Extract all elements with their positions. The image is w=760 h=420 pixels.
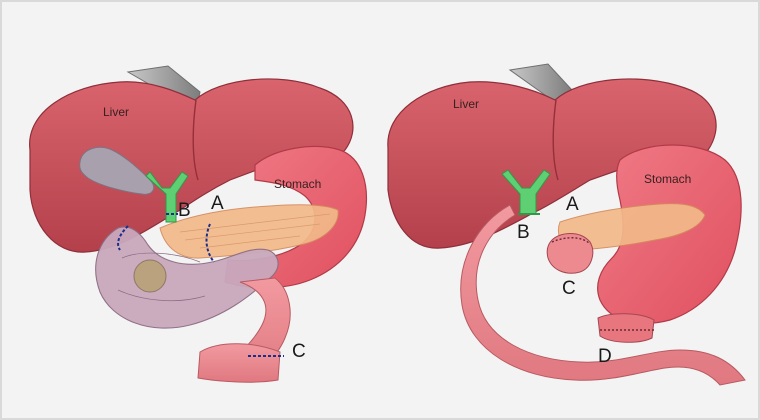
point-c-label-before: C [292, 341, 306, 362]
resection-line-stomach [117, 225, 129, 251]
gastric-anastomosis [597, 313, 655, 343]
pancreatic-anastomosis [546, 233, 594, 274]
jejunum-segment [197, 343, 281, 383]
liver-lobe-fissure-after [552, 99, 559, 181]
tumor-mass [133, 259, 167, 293]
resection-line-a [205, 223, 215, 263]
point-b-label-before: B [178, 200, 191, 221]
suture-line-c [551, 237, 591, 245]
point-a-label-after: A [566, 194, 579, 215]
stomach-label-before: Stomach [274, 177, 321, 191]
point-c-label-after: C [562, 278, 576, 299]
bile-duct [145, 171, 189, 223]
liver-label-before: Liver [103, 105, 129, 119]
point-a-label-before: A [211, 193, 224, 214]
point-d-label-after: D [598, 346, 612, 367]
liver-organ-after [387, 78, 717, 249]
stomach-label-after: Stomach [644, 172, 691, 186]
liver-label-after: Liver [453, 97, 479, 111]
liver-lobe-fissure [192, 99, 199, 181]
pancreas-texture [179, 213, 331, 249]
jejunal-limb [460, 204, 746, 386]
duodenum-texture [117, 252, 206, 302]
duodenum-organ [95, 226, 279, 329]
gallbladder-organ [79, 146, 155, 195]
bile-duct-after [501, 169, 551, 215]
panel-after: Liver Stomach A B C D [387, 63, 746, 386]
point-b-label-after: B [517, 222, 530, 243]
panel-before: Liver Stomach B A C [29, 65, 368, 383]
